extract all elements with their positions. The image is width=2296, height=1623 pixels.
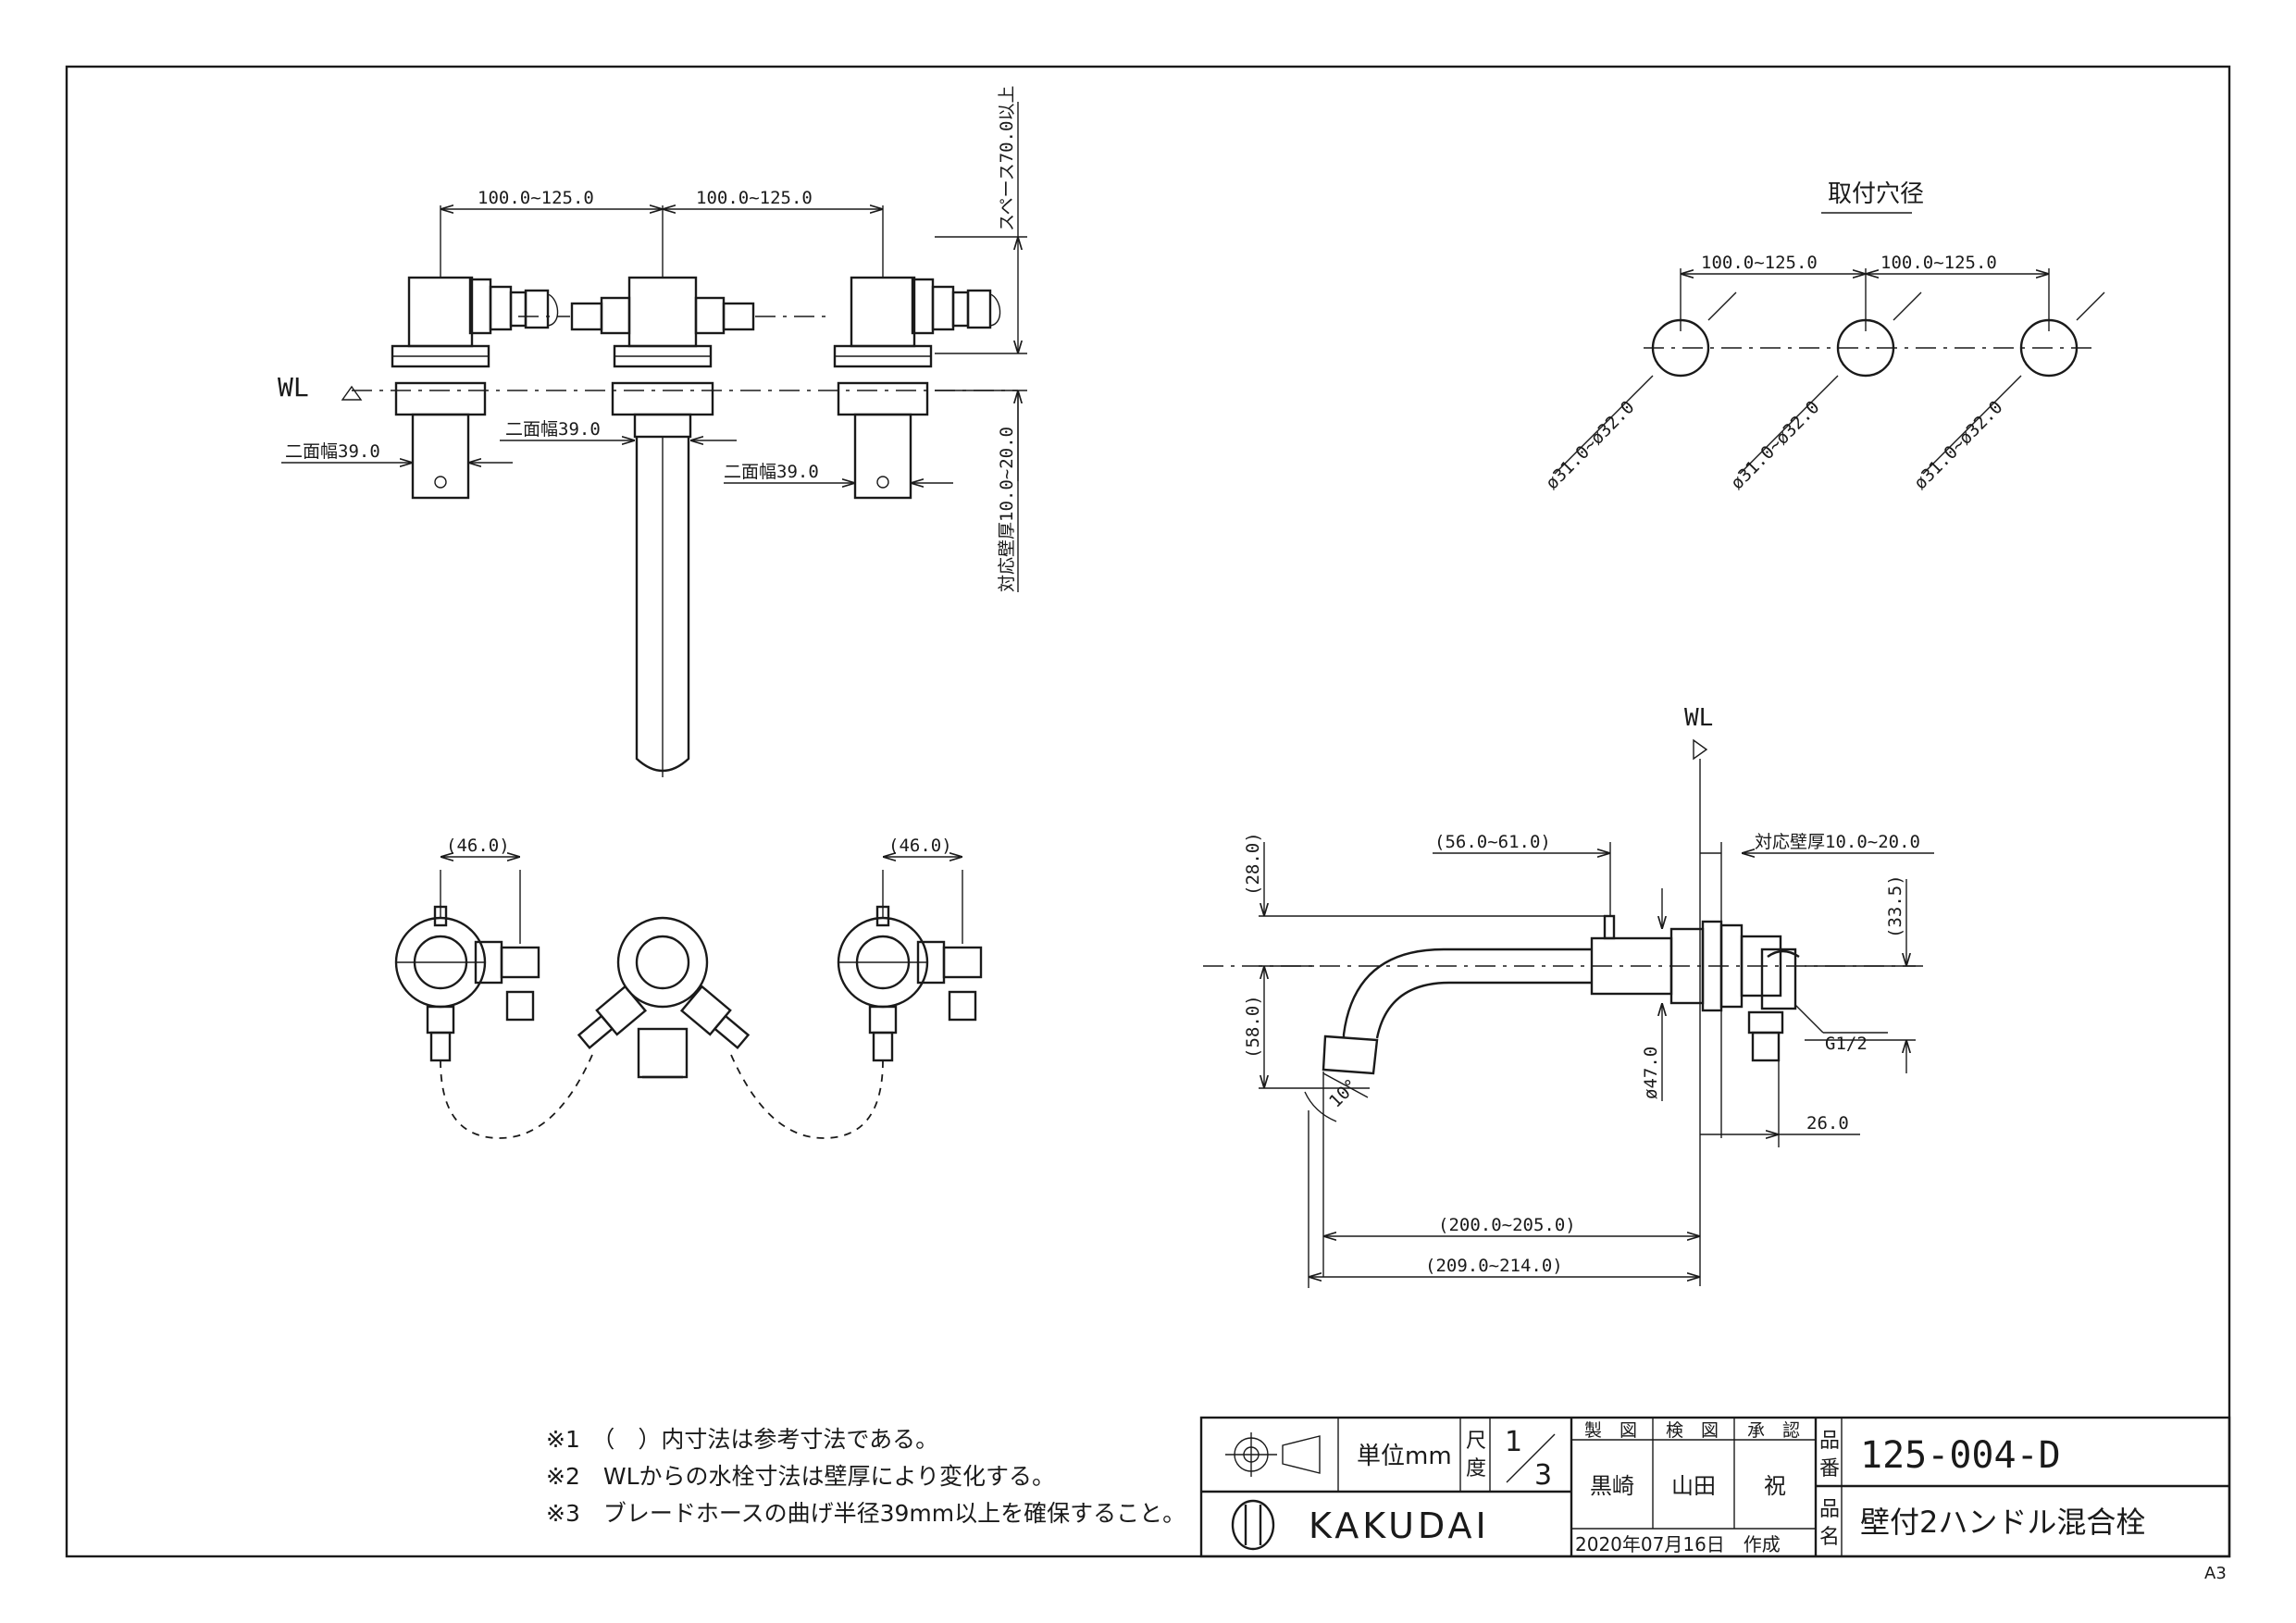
bottom-view: (46.0) (46.0) — [394, 836, 983, 1139]
approved-label: 承 認 — [1747, 1420, 1800, 1441]
projection-symbol-icon — [1225, 1432, 1321, 1477]
front-wl-label: WL — [278, 372, 309, 403]
notes: ※1 （ ）内寸法は参考寸法である。 ※2 WLからの水栓寸法は壁厚により変化す… — [546, 1426, 1185, 1527]
mounting-holes-title: 取付穴径 — [1828, 180, 1924, 208]
drawing-border — [65, 65, 2231, 1558]
hole-diameter-3: ø31.0~ø32.0 — [1910, 397, 2007, 494]
side-dim-g12: G1/2 — [1825, 1034, 1868, 1054]
drawn-label: 製 図 — [1584, 1420, 1637, 1441]
unit-label: 単位mm — [1357, 1443, 1452, 1470]
mounting-holes-view: 取付穴径 100.0~125.0 100.0~125.0 ø31.0~ø32.0… — [1542, 180, 2105, 494]
front-dim-spacing-right: 100.0~125.0 — [696, 188, 813, 208]
side-dim-209-214: (209.0~214.0) — [1425, 1256, 1563, 1276]
front-dim-flat-center: 二面幅39.0 — [505, 419, 601, 440]
checked-by: 山田 — [1671, 1473, 1716, 1499]
sheet-size: A3 — [2204, 1564, 2227, 1583]
holes-dim-spacing-right: 100.0~125.0 — [1880, 253, 1997, 273]
kakudai-logo-icon — [1231, 1499, 1275, 1551]
scale-label-2: 度 — [1466, 1457, 1486, 1481]
scale-label-1: 尺 — [1466, 1430, 1486, 1453]
scale-numerator: 1 — [1505, 1426, 1522, 1458]
front-dim-wall-thickness: 対応壁厚10.0~20.0 — [997, 427, 1017, 592]
hole-diameter-1: ø31.0~ø32.0 — [1542, 397, 1639, 494]
checked-label: 検 図 — [1666, 1420, 1719, 1441]
title-block: 単位mm 尺 度 1 3 製 図 検 図 承 認 黒崎 山田 祝 2020年07… — [1199, 1416, 2231, 1558]
side-dim-wall: 対応壁厚10.0~20.0 — [1755, 832, 1920, 852]
brand-name: KAKUDAI — [1309, 1505, 1490, 1546]
right-valve-body — [833, 276, 1001, 500]
drawn-by: 黒崎 — [1590, 1473, 1634, 1499]
front-dim-flat-left: 二面幅39.0 — [285, 441, 380, 462]
side-dim-58: (58.0) — [1243, 995, 1263, 1059]
approved-by: 祝 — [1764, 1473, 1786, 1499]
part-name-label-1: 品 — [1819, 1498, 1840, 1521]
note-3: ※3 ブレードホースの曲げ半径39mm以上を確保すること。 — [546, 1500, 1185, 1527]
front-dim-space-above: スペース70.0以上 — [997, 86, 1017, 231]
part-name-label-2: 名 — [1819, 1526, 1840, 1549]
side-wl-label: WL — [1684, 704, 1713, 732]
front-dim-flat-right: 二面幅39.0 — [724, 462, 819, 482]
front-view: WL — [278, 86, 1027, 777]
side-dim-26: 26.0 — [1806, 1113, 1849, 1134]
bottom-dim-right: (46.0) — [888, 836, 952, 856]
note-2: ※2 WLからの水栓寸法は壁厚により変化する。 — [546, 1463, 1055, 1490]
side-view: WL (28.0) (58.0) (56.0~61.0) 対応 — [1203, 704, 1934, 1288]
side-dim-angle: 10° — [1325, 1075, 1362, 1112]
part-no-label-2: 番 — [1819, 1457, 1840, 1481]
part-no-label-1: 品 — [1819, 1430, 1840, 1453]
holes-dim-spacing-left: 100.0~125.0 — [1701, 253, 1818, 273]
part-number: 125-004-D — [1860, 1434, 2061, 1477]
side-dim-28: (28.0) — [1243, 832, 1263, 896]
front-dim-spacing-left: 100.0~125.0 — [478, 188, 594, 208]
side-dim-200-205: (200.0~205.0) — [1438, 1215, 1576, 1235]
bottom-dim-left: (46.0) — [446, 836, 510, 856]
center-spout-body — [518, 276, 833, 777]
left-valve-body — [391, 276, 559, 500]
part-name: 壁付2ハンドル混合栓 — [1860, 1505, 2145, 1540]
side-dim-56-61: (56.0~61.0) — [1434, 832, 1551, 852]
note-1: ※1 （ ）内寸法は参考寸法である。 — [546, 1426, 938, 1453]
side-dim-33-5: (33.5) — [1885, 874, 1905, 938]
date-text: 2020年07月16日 作成 — [1575, 1533, 1781, 1555]
scale-denominator: 3 — [1534, 1459, 1552, 1492]
hole-diameter-2: ø31.0~ø32.0 — [1727, 397, 1824, 494]
side-dim-47: ø47.0 — [1641, 1047, 1661, 1099]
